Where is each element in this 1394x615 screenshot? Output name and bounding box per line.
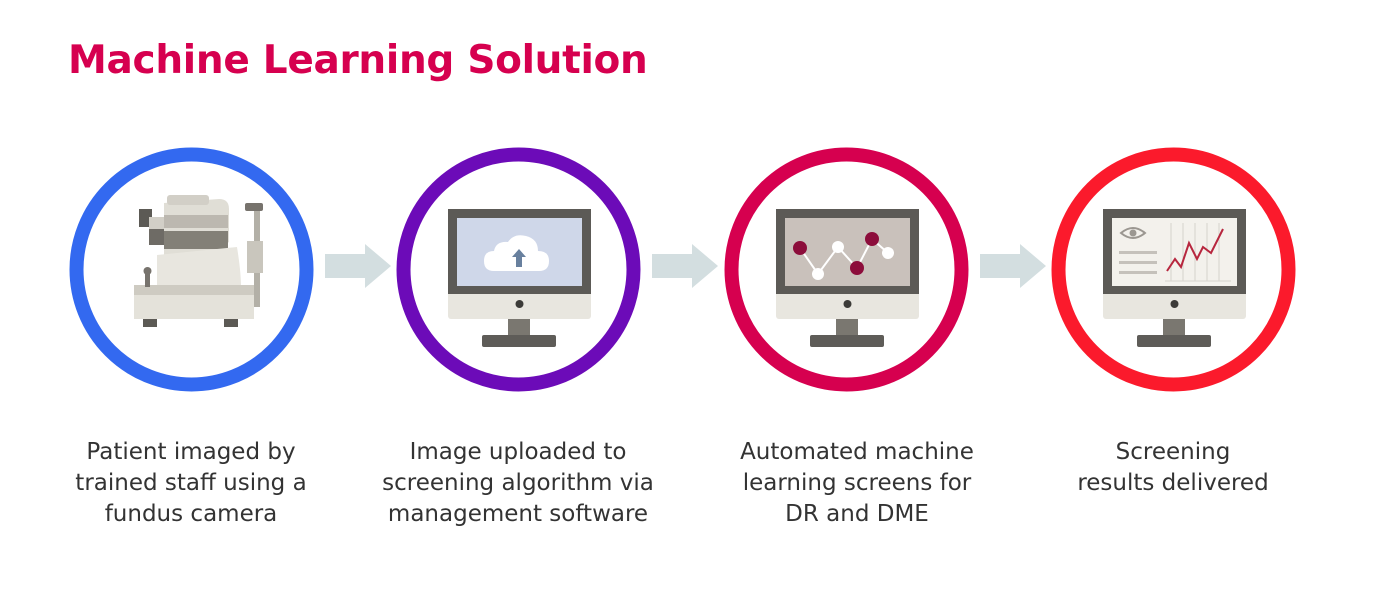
flow-arrow-2 [652, 244, 722, 288]
caption-line: trained staff using a [75, 470, 307, 496]
caption-line: DR and DME [785, 501, 929, 527]
caption-line: learning screens for [742, 470, 972, 496]
caption-line: management software [387, 501, 649, 527]
flow-arrow-3 [980, 244, 1050, 288]
caption-line: Automated machine [740, 439, 974, 465]
step-3-caption: Automated machine learning screens for D… [697, 437, 1017, 530]
caption-line: Screening [1115, 439, 1231, 465]
ring-1 [69, 147, 314, 392]
step-4-caption: Screening results delivered [1013, 437, 1333, 499]
page-title: Machine Learning Solution [68, 38, 648, 83]
eye-icon [1119, 227, 1147, 239]
fundus-camera-icon [134, 195, 263, 327]
flow-arrow-1 [325, 244, 395, 288]
network-graph-monitor-icon [776, 209, 919, 347]
caption-line: Patient imaged by [86, 439, 296, 465]
caption-line: fundus camera [104, 501, 278, 527]
results-chart-monitor-icon [1103, 209, 1246, 347]
cloud-upload-monitor-icon [448, 209, 591, 347]
caption-line: screening algorithm via [382, 470, 654, 496]
ring-4 [1051, 147, 1296, 392]
caption-line: results delivered [1077, 470, 1269, 496]
step-3-circle [724, 147, 969, 392]
step-1-circle [69, 147, 314, 392]
step-1-caption: Patient imaged by trained staff using a … [31, 437, 351, 530]
ring-2 [396, 147, 641, 392]
step-2-circle [396, 147, 641, 392]
step-4-circle [1051, 147, 1296, 392]
caption-line: Image uploaded to [409, 439, 627, 465]
ring-3 [724, 147, 969, 392]
step-2-caption: Image uploaded to screening algorithm vi… [358, 437, 678, 530]
